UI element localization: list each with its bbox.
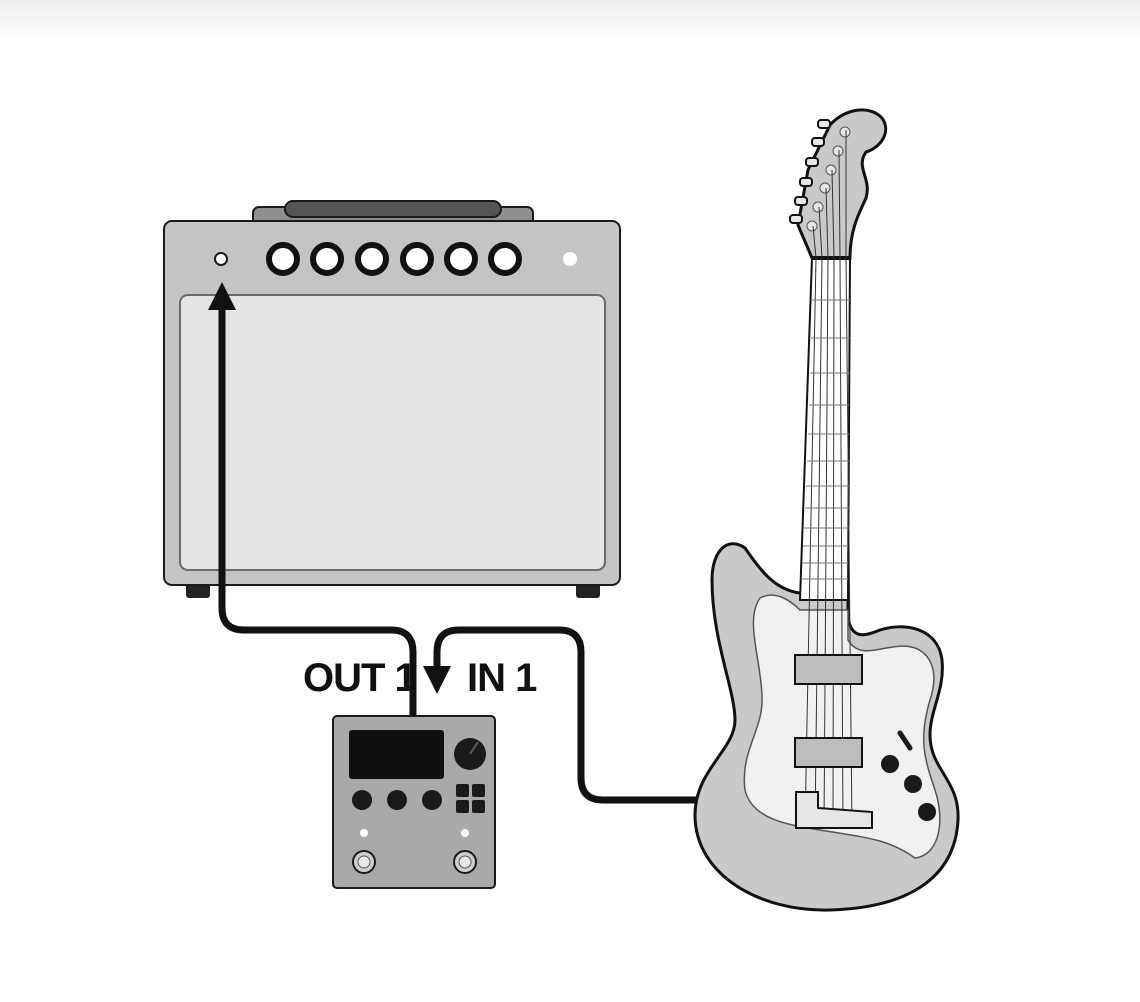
guitar-bridge xyxy=(795,791,873,829)
amp-power-light xyxy=(563,252,577,266)
pedal-knob-3 xyxy=(422,790,442,810)
pedal-led-right xyxy=(461,829,469,837)
pedal-button-grid xyxy=(456,784,485,813)
amp-input-jack xyxy=(214,252,228,266)
amp-knob-3 xyxy=(355,242,389,276)
amp-knob-4 xyxy=(400,242,434,276)
top-shade xyxy=(0,0,1140,40)
amp-grille xyxy=(179,294,606,571)
effects-pedal xyxy=(332,715,496,889)
guitar-bridge-pickup xyxy=(794,737,863,768)
guitar-neck-pickup xyxy=(794,654,863,685)
amp-knobs xyxy=(266,242,522,276)
pedal-knob-1 xyxy=(352,790,372,810)
pedal-main-knob-mark xyxy=(469,741,479,755)
guitar-knob-2 xyxy=(904,775,922,793)
amp-knob-1 xyxy=(266,242,300,276)
amp-knob-2 xyxy=(310,242,344,276)
guitar-neck xyxy=(798,257,852,601)
pedal-display xyxy=(349,730,444,779)
guitar-strings xyxy=(804,130,853,827)
cable-out-to-amp xyxy=(208,282,417,716)
guitar-selector-switch xyxy=(897,730,913,751)
guitar-frets xyxy=(801,299,850,580)
guitar-knob-1 xyxy=(881,755,899,773)
out-port-label: OUT 1 xyxy=(303,656,417,700)
pedal-knob-2 xyxy=(387,790,407,810)
in-port-label: IN 1 xyxy=(467,656,537,700)
pedal-led-left xyxy=(360,829,368,837)
amplifier xyxy=(163,200,621,598)
amp-knob-5 xyxy=(444,242,478,276)
guitar-tuners xyxy=(789,119,851,232)
electric-guitar xyxy=(693,108,960,912)
amp-handle-grip xyxy=(284,200,502,218)
guitar-knob-3 xyxy=(918,803,936,821)
cable-guitar-to-in xyxy=(423,626,700,804)
amp-knob-6 xyxy=(488,242,522,276)
